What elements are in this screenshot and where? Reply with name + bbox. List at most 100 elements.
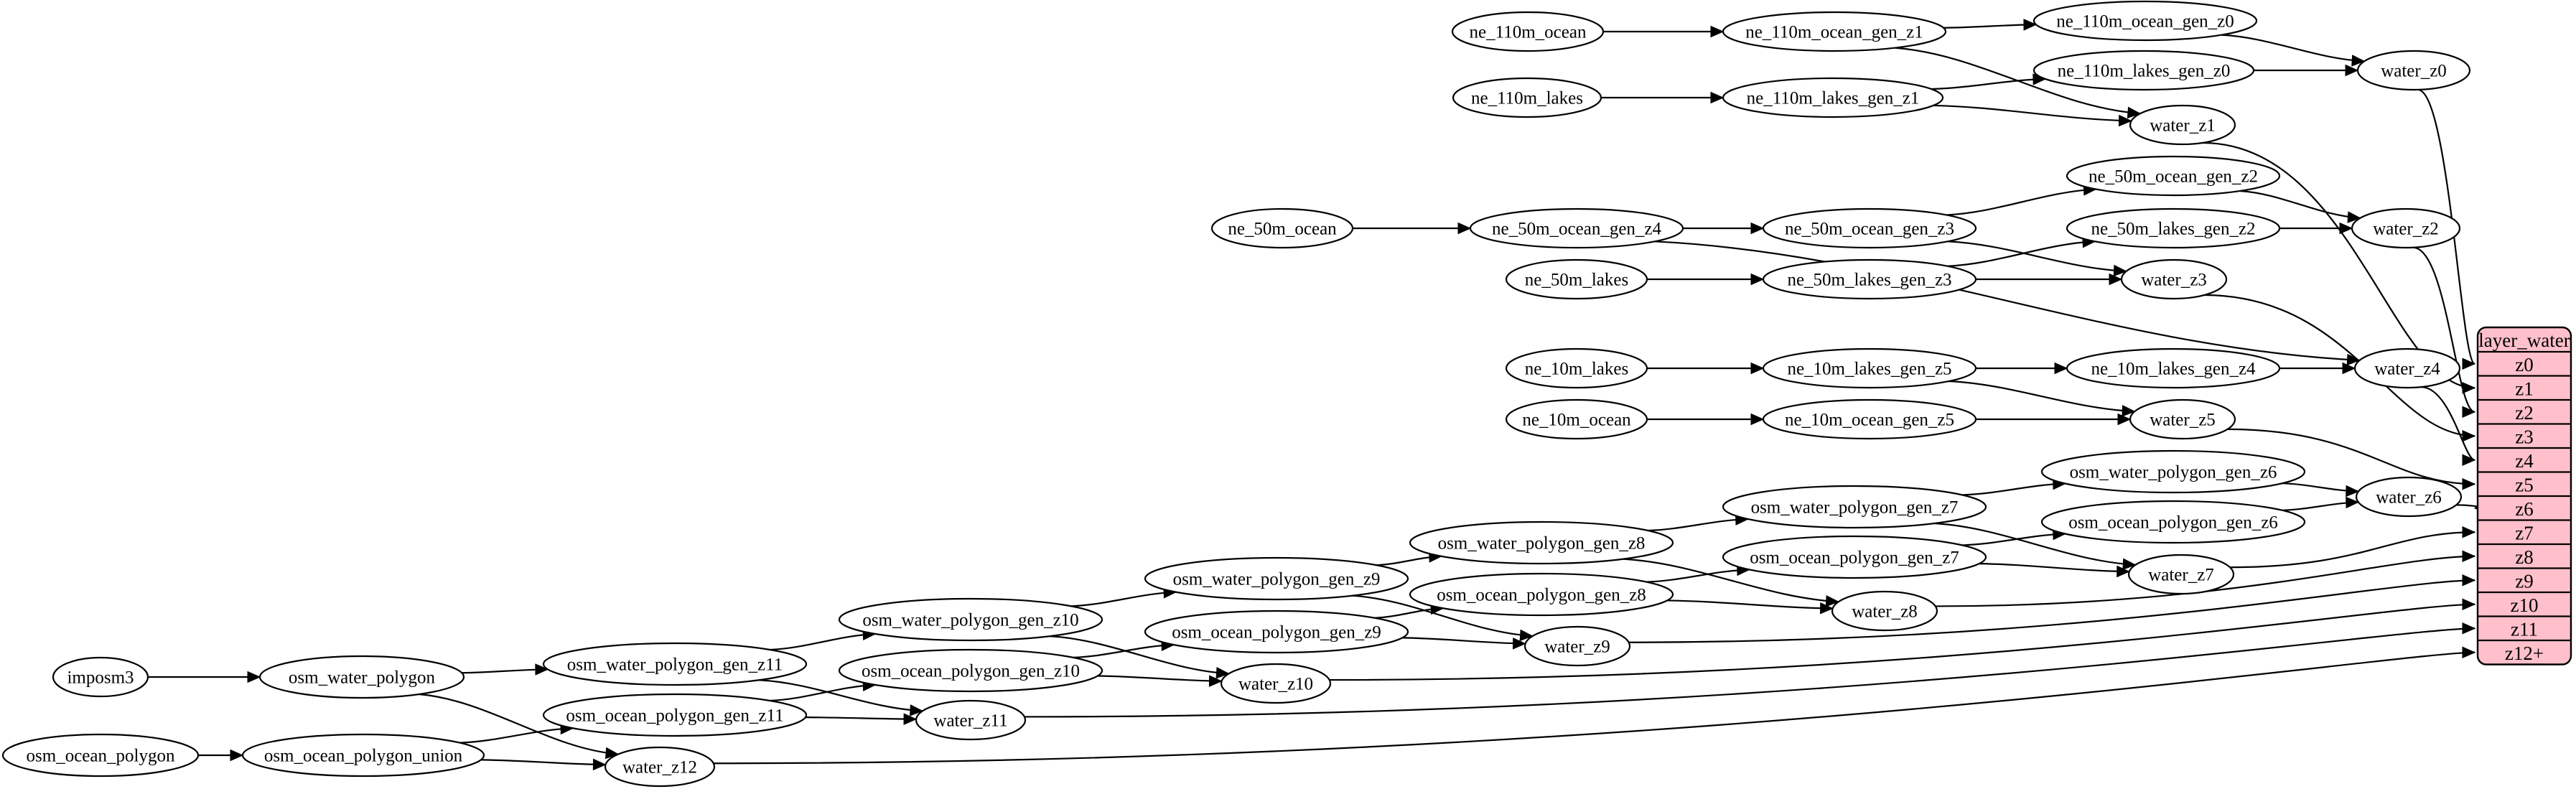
node-ne_10m_lakes_gen_z5[interactable]: ne_10m_lakes_gen_z5 [1762, 347, 1977, 389]
layer-water-table[interactable]: layer_waterz0z1z2z3z4z5z6z7z8z9z10z11z12… [2476, 326, 2572, 666]
node-shape [1451, 11, 1605, 52]
node-water_z1[interactable]: water_z1 [2129, 104, 2236, 146]
table-row-z8[interactable]: z8 [2515, 546, 2533, 568]
table-row-z5[interactable]: z5 [2515, 474, 2533, 495]
table-row-z12+[interactable]: z12+ [2505, 643, 2544, 664]
edge-water_z12-to-layer_water.z12+ [713, 651, 2475, 765]
node-ne_50m_lakes[interactable]: ne_50m_lakes [1505, 258, 1648, 300]
node-ne_50m_ocean_gen_z2[interactable]: ne_50m_ocean_gen_z2 [2066, 155, 2281, 197]
edge-osm_water_polygon_gen_z10-to-osm_water_polygon_gen_z9 [1070, 591, 1177, 607]
edge-arrowhead [1457, 222, 1472, 235]
node-label: ne_110m_ocean_gen_z0 [2056, 12, 2234, 32]
node-shape [2033, 50, 2255, 91]
node-water_z9[interactable]: water_z9 [1523, 625, 1631, 667]
node-water_z12[interactable]: water_z12 [604, 746, 716, 788]
node-shape [2040, 449, 2306, 494]
edge-arrowhead [592, 758, 607, 771]
node-shape [1762, 347, 1977, 389]
node-ne_10m_lakes_gen_z4[interactable]: ne_10m_lakes_gen_z4 [2066, 347, 2281, 389]
node-shape [1722, 11, 1947, 52]
table-row-z9[interactable]: z9 [2515, 570, 2533, 592]
node-osm_ocean_polygon_gen_z11[interactable]: osm_ocean_polygon_gen_z11 [542, 693, 808, 737]
node-ne_10m_ocean_gen_z5[interactable]: ne_10m_ocean_gen_z5 [1762, 398, 1977, 440]
table-row-z3[interactable]: z3 [2515, 426, 2533, 447]
node-water_z5[interactable]: water_z5 [2129, 398, 2236, 440]
table-row-z4[interactable]: z4 [2515, 450, 2534, 472]
node-water_z2[interactable]: water_z2 [2351, 207, 2461, 249]
node-shape [1452, 77, 1602, 118]
node-ne_50m_ocean[interactable]: ne_50m_ocean [1210, 207, 1354, 249]
edge-arrowhead [1519, 629, 1534, 642]
edge-arrowhead [2351, 55, 2366, 67]
node-shape [2129, 104, 2236, 146]
table-row-z6[interactable]: z6 [2515, 498, 2533, 520]
node-ne_10m_lakes[interactable]: ne_10m_lakes [1505, 347, 1648, 389]
node-water_z7[interactable]: water_z7 [2127, 554, 2235, 595]
node-water_z0[interactable]: water_z0 [2356, 50, 2471, 91]
edge-osm_ocean_polygon_gen_z7-to-water_z7 [1979, 563, 2129, 573]
table-row-z2[interactable]: z2 [2515, 402, 2533, 424]
node-water_z4[interactable]: water_z4 [2353, 347, 2461, 389]
node-osm_ocean_polygon_gen_z9[interactable]: osm_ocean_polygon_gen_z9 [1144, 610, 1409, 654]
node-osm_water_polygon_gen_z11[interactable]: osm_water_polygon_gen_z11 [542, 642, 808, 686]
edge-osm_ocean_polygon_union-to-water_z12 [480, 759, 606, 766]
node-osm_ocean_polygon_gen_z10[interactable]: osm_ocean_polygon_gen_z10 [838, 648, 1103, 693]
node-label: ne_50m_ocean_gen_z3 [1785, 220, 1954, 239]
node-label: imposm3 [67, 668, 134, 688]
edge-arrowhead [1750, 413, 1765, 426]
node-imposm3[interactable]: imposm3 [52, 656, 149, 698]
node-label: ne_10m_ocean [1522, 411, 1631, 430]
node-osm_ocean_polygon_gen_z8[interactable]: osm_ocean_polygon_gen_z8 [1409, 572, 1674, 617]
node-osm_water_polygon_gen_z8[interactable]: osm_water_polygon_gen_z8 [1409, 520, 1674, 565]
node-shape [2120, 258, 2228, 300]
node-osm_ocean_polygon_gen_z6[interactable]: osm_ocean_polygon_gen_z6 [2040, 500, 2306, 544]
edge-arrowhead [2346, 353, 2361, 366]
node-ne_50m_ocean_gen_z4[interactable]: ne_50m_ocean_gen_z4 [1469, 207, 1684, 249]
edge-arrowhead [2118, 114, 2132, 127]
edge-arrowhead [2339, 222, 2353, 235]
node-water_z6[interactable]: water_z6 [2355, 476, 2463, 518]
node-shape [1469, 207, 1684, 249]
table-row-z7[interactable]: z7 [2515, 522, 2533, 543]
table-row-z11[interactable]: z11 [2511, 618, 2538, 640]
node-osm_water_polygon[interactable]: osm_water_polygon [258, 655, 465, 699]
node-ne_110m_ocean_gen_z1[interactable]: ne_110m_ocean_gen_z1 [1722, 11, 1947, 52]
edge-arrowhead [2122, 558, 2137, 571]
node-ne_110m_lakes_gen_z0[interactable]: ne_110m_lakes_gen_z0 [2033, 50, 2255, 91]
node-water_z3[interactable]: water_z3 [2120, 258, 2228, 300]
node-ne_110m_ocean[interactable]: ne_110m_ocean [1451, 11, 1605, 52]
table-row-z1[interactable]: z1 [2515, 378, 2533, 399]
edge-arrowhead [2117, 413, 2132, 426]
node-osm_water_polygon_gen_z9[interactable]: osm_water_polygon_gen_z9 [1144, 556, 1409, 601]
edge-arrowhead [2346, 485, 2360, 498]
node-osm_water_polygon_gen_z6[interactable]: osm_water_polygon_gen_z6 [2040, 449, 2306, 494]
table-row-z0[interactable]: z0 [2515, 354, 2533, 375]
node-shape [241, 733, 485, 778]
node-water_z10[interactable]: water_z10 [1220, 663, 1332, 704]
node-ne_110m_lakes[interactable]: ne_110m_lakes [1452, 77, 1602, 118]
edge-osm_water_polygon_gen_z9-to-water_z9 [1352, 594, 1533, 638]
node-ne_110m_lakes_gen_z1[interactable]: ne_110m_lakes_gen_z1 [1722, 77, 1944, 118]
edge-osm_water_polygon-to-osm_water_polygon_gen_z11 [462, 668, 548, 674]
node-label: ne_110m_lakes_gen_z0 [2058, 62, 2231, 81]
node-osm_ocean_polygon_gen_z7[interactable]: osm_ocean_polygon_gen_z7 [1722, 535, 1987, 579]
node-osm_ocean_polygon_union[interactable]: osm_ocean_polygon_union [241, 733, 485, 778]
node-osm_ocean_polygon[interactable]: osm_ocean_polygon [1, 733, 200, 778]
node-ne_10m_ocean[interactable]: ne_10m_ocean [1505, 398, 1648, 440]
node-ne_110m_ocean_gen_z0[interactable]: ne_110m_ocean_gen_z0 [2033, 0, 2258, 42]
node-label: osm_water_polygon_gen_z10 [862, 611, 1078, 630]
node-osm_water_polygon_gen_z10[interactable]: osm_water_polygon_gen_z10 [838, 597, 1103, 642]
node-ne_50m_lakes_gen_z3[interactable]: ne_50m_lakes_gen_z3 [1762, 258, 1977, 300]
edge-water_z2-to-layer_water.z2 [2412, 246, 2475, 413]
edge-arrowhead [2462, 646, 2476, 659]
node-label: water_z11 [933, 711, 1007, 731]
node-ne_50m_ocean_gen_z3[interactable]: ne_50m_ocean_gen_z3 [1762, 207, 1977, 249]
table-row-z10[interactable]: z10 [2511, 594, 2539, 616]
node-label: osm_water_polygon_gen_z11 [567, 655, 783, 675]
node-water_z11[interactable]: water_z11 [915, 699, 1027, 741]
edge-ne_50m_ocean_gen_z4-to-water_z4 [1654, 241, 2360, 361]
node-shape [542, 693, 808, 737]
node-ne_50m_lakes_gen_z2[interactable]: ne_50m_lakes_gen_z2 [2066, 207, 2281, 249]
node-osm_water_polygon_gen_z7[interactable]: osm_water_polygon_gen_z7 [1722, 485, 1987, 529]
node-water_z8[interactable]: water_z8 [1831, 590, 1938, 632]
